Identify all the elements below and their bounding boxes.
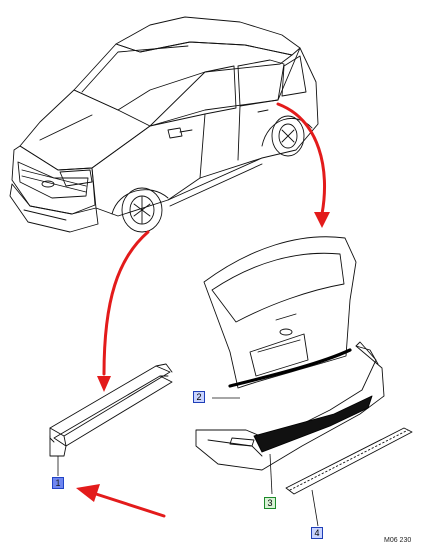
arrowhead-tailgate: [314, 212, 330, 228]
car-illustration: [9, 16, 319, 233]
leader-line-4: [311, 489, 319, 527]
arrow-pointer-to-part-1: [94, 492, 166, 518]
seal-strips-illustration: [49, 363, 173, 457]
tailgate-illustration: [203, 236, 357, 389]
callout-4[interactable]: 4: [311, 527, 323, 539]
arrow-door-to-tailgate: [276, 102, 326, 216]
sill-protector-illustration: [285, 427, 413, 495]
arrow-sill-to-strips: [102, 230, 150, 376]
callout-2[interactable]: 2: [193, 391, 205, 403]
leader-line-3: [269, 453, 273, 495]
drawing-code: M06 230: [384, 537, 412, 544]
arrowhead-part-1: [76, 484, 100, 502]
callout-3[interactable]: 3: [264, 497, 276, 509]
rear-bumper-illustration: [195, 341, 385, 471]
callout-1[interactable]: 1: [52, 477, 64, 489]
arrowhead-strips: [97, 376, 111, 392]
